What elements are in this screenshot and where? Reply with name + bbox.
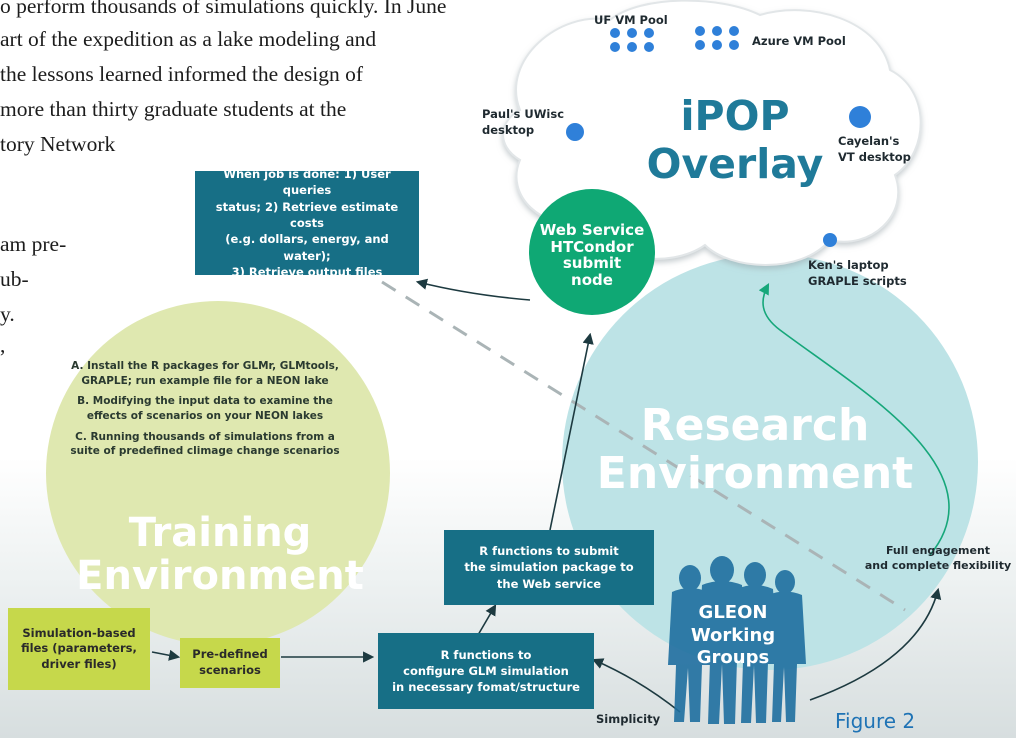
paper-line-9: ,	[0, 333, 6, 357]
azure-vm-pool-dots	[695, 26, 739, 50]
uf-vm-pool-label: UF VM Pool	[594, 13, 668, 27]
web-service-label: Web Service HTCondor submit node	[539, 221, 645, 289]
paper-line-6: am pre-	[0, 232, 67, 256]
cayelan-desktop-label: Cayelan's VT desktop	[838, 134, 911, 165]
paper-line-1: o perform thousands of simulations quick…	[0, 0, 447, 18]
training-step-c: C. Running thousands of simulations from…	[70, 430, 340, 458]
paper-line-7: ub-	[0, 267, 29, 291]
ipop-overlay-title: iPOP Overlay	[646, 92, 824, 189]
training-environment-circle	[46, 301, 390, 645]
gleon-silhouettes	[668, 556, 806, 724]
paper-line-5: tory Network	[0, 132, 116, 156]
training-environment-title: Training Environment	[76, 510, 364, 600]
web-service-node	[529, 189, 655, 315]
r-submit-box: R functions to submit the simulation pac…	[444, 530, 654, 605]
cayelan-desktop-node	[849, 106, 871, 128]
arrow-to-job-done	[415, 278, 531, 301]
research-environment-circle	[562, 254, 978, 670]
research-environment-title: Research Environment	[596, 400, 914, 499]
simplicity-label: Simplicity	[596, 712, 661, 726]
training-steps-list: A. Install the R packages for GLMr, GLMt…	[70, 359, 340, 465]
predefined-scenarios-box: Pre-defined scenarios	[180, 638, 280, 688]
r-configure-box: R functions to configure GLM simulation …	[378, 633, 594, 709]
paul-desktop-label: Paul's UWisc desktop	[482, 107, 565, 138]
arrow-to-cloud	[758, 283, 950, 556]
gleon-working-groups-label: GLEON Working Groups	[690, 602, 776, 668]
azure-vm-pool-label: Azure VM Pool	[752, 34, 846, 48]
arrow-full-engagement	[809, 587, 942, 701]
arrow-files-to-predefined	[151, 649, 181, 661]
paul-desktop-node	[566, 123, 584, 141]
simulation-files-box: Simulation-based files (parameters, driv…	[8, 608, 150, 690]
ken-laptop-node	[823, 233, 837, 247]
full-engagement-label: Full engagement and complete flexibility	[864, 544, 1012, 573]
paper-line-3: the lessons learned informed the design …	[0, 62, 364, 86]
figure-caption: Figure 2	[835, 709, 916, 733]
paper-line-4: more than thirty graduate students at th…	[0, 97, 347, 121]
arrow-configure-to-submit	[477, 604, 497, 636]
training-step-a: A. Install the R packages for GLMr, GLMt…	[71, 360, 339, 387]
job-done-box: When job is done: 1) User queries status…	[195, 167, 419, 279]
uf-vm-pool-dots	[610, 28, 654, 52]
arrow-submit-to-web-service	[549, 332, 594, 531]
paper-line-2: art of the expedition as a lake modeling…	[0, 27, 377, 51]
ken-laptop-label: Ken's laptop GRAPLE scripts	[808, 258, 907, 289]
arrow-simplicity	[591, 658, 681, 713]
paper-line-8: y.	[0, 302, 15, 326]
training-step-b: B. Modifying the input data to examine t…	[77, 395, 333, 423]
dashed-boundary-line	[381, 280, 906, 612]
